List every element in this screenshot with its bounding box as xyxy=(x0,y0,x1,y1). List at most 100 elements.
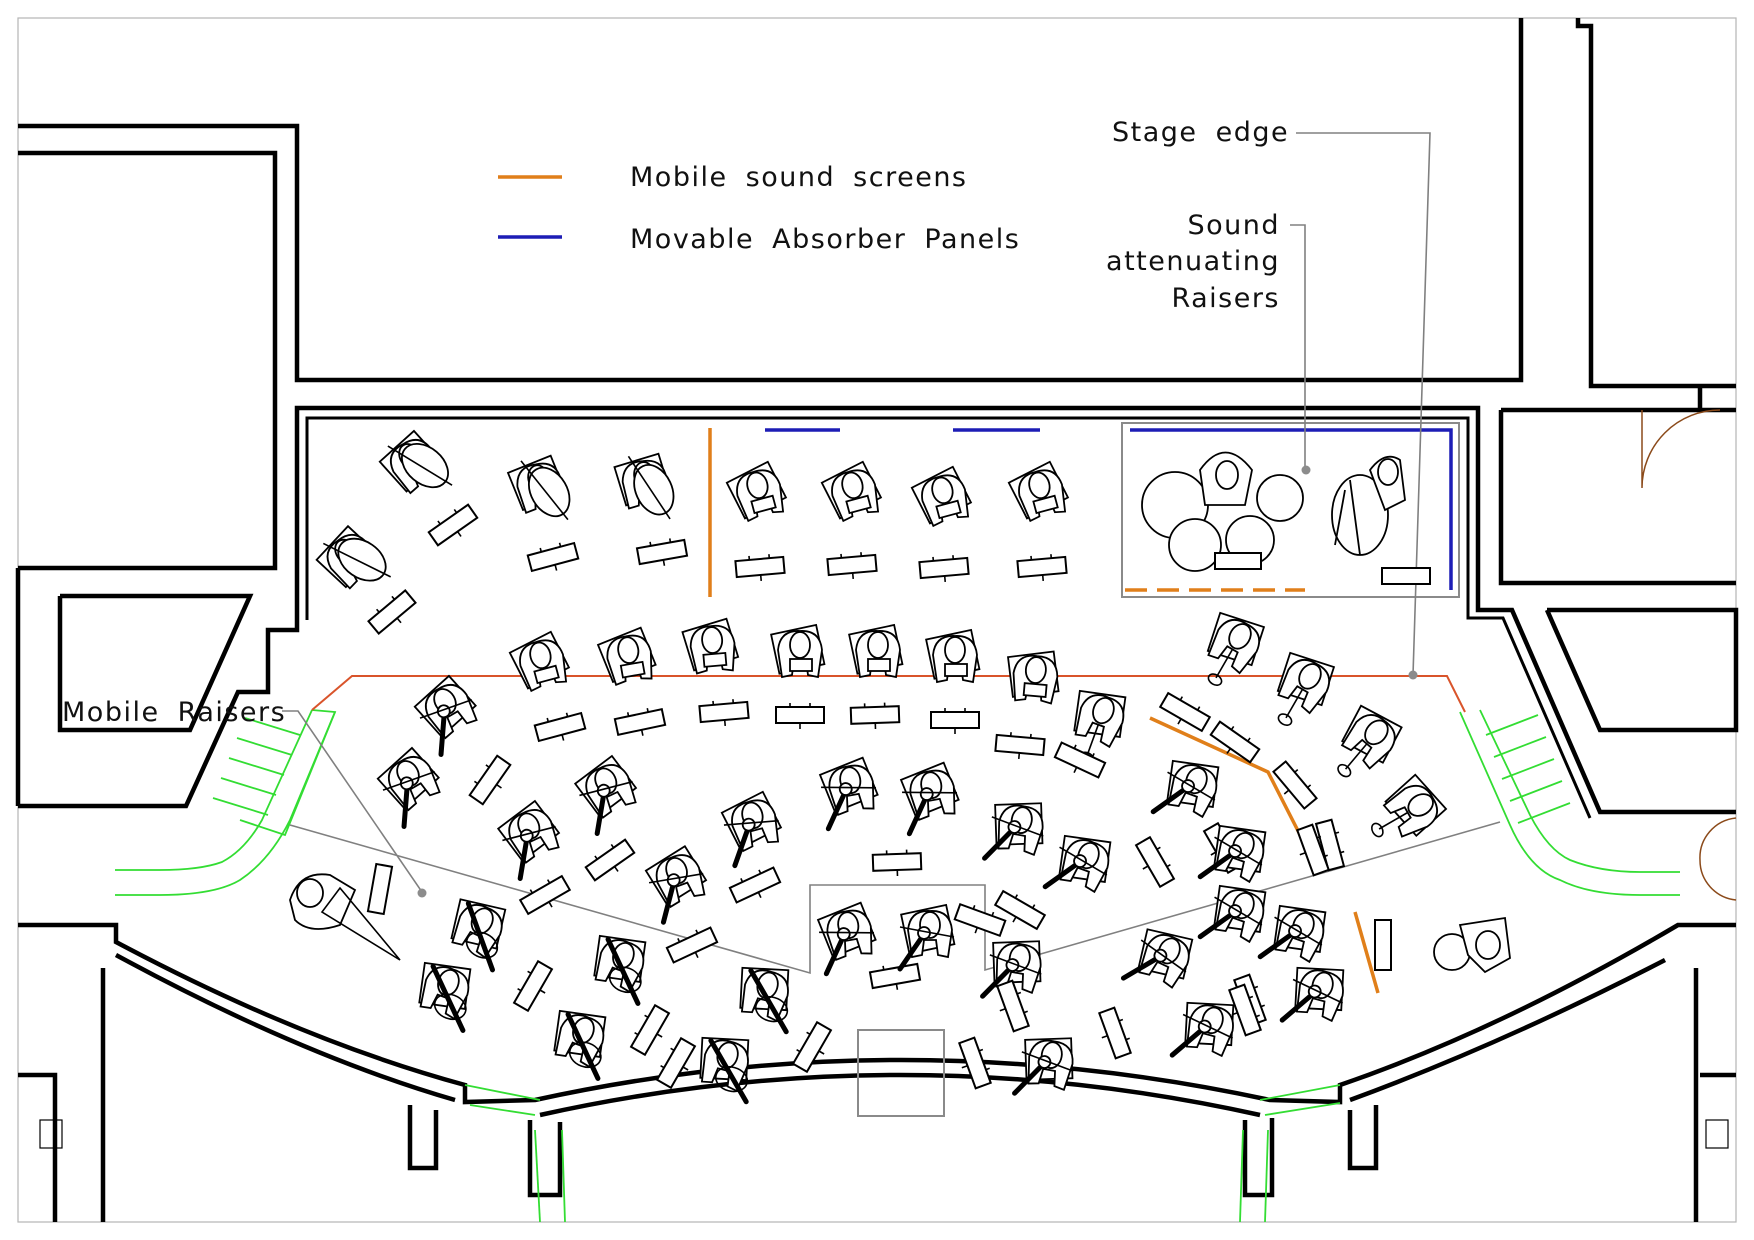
violin-icon xyxy=(1012,1063,1045,1096)
stand-tick xyxy=(1041,574,1045,582)
music-stand xyxy=(468,754,512,806)
auditorium-wall-center-inner xyxy=(539,1072,1261,1118)
violin-icon xyxy=(980,966,1013,999)
bow xyxy=(1167,771,1216,801)
leader-dot xyxy=(1301,465,1311,475)
music-stand-desk xyxy=(918,556,970,580)
wind-player xyxy=(910,465,973,528)
wind-instrument-icon xyxy=(619,660,646,679)
bass-drummer-head xyxy=(1377,458,1399,486)
stand-tick xyxy=(1177,718,1182,725)
violin-player xyxy=(1279,966,1345,1023)
stand-tick xyxy=(1230,725,1235,731)
stand-tick xyxy=(546,879,551,884)
violin-player xyxy=(1012,1037,1074,1096)
stand-tick xyxy=(396,617,402,624)
music-stand xyxy=(953,902,1007,938)
violin-icon xyxy=(1257,931,1295,960)
stair-tread xyxy=(1493,736,1547,758)
timpani-set xyxy=(1141,451,1304,572)
leaders xyxy=(282,132,1431,898)
stand-tick xyxy=(496,783,502,789)
stand-tick xyxy=(376,608,380,613)
wind-instrument-icon xyxy=(1022,682,1048,698)
stand-tick xyxy=(851,572,855,580)
stand-tick xyxy=(757,891,762,899)
percussion-right xyxy=(1374,916,1511,974)
music-stand-desk xyxy=(427,503,479,547)
stand-tick xyxy=(740,878,744,883)
violin-icon xyxy=(438,713,447,757)
bell xyxy=(1370,822,1384,838)
music-stand-desk xyxy=(518,874,572,916)
stand-tick xyxy=(1231,1011,1238,1016)
stair-tread xyxy=(228,757,285,776)
stand-tick xyxy=(391,595,396,600)
music-stand-desk xyxy=(995,979,1031,1033)
cello-player xyxy=(593,934,647,1006)
cello-icon xyxy=(748,968,789,1035)
viola-player xyxy=(1197,824,1267,884)
wind-player xyxy=(925,628,981,684)
stand-tick xyxy=(649,541,652,546)
music-stand xyxy=(629,1003,671,1057)
bow xyxy=(991,816,1044,837)
viola-player xyxy=(1150,759,1220,819)
stage-wall-left-lower xyxy=(18,617,300,809)
player-head xyxy=(529,641,552,670)
stand-tick xyxy=(539,547,543,553)
wind-instrument-icon xyxy=(1032,494,1059,515)
violin-icon xyxy=(517,837,530,881)
stand-tick xyxy=(456,531,462,537)
stand-tick xyxy=(644,1014,649,1019)
stand-tick xyxy=(662,559,666,566)
music-stand xyxy=(427,503,479,547)
music-stand xyxy=(518,874,572,916)
cello-body xyxy=(465,931,499,959)
legend-label-absorber-panels: Movable Absorber Panels xyxy=(630,224,1020,255)
music-stand-desk xyxy=(468,754,512,806)
bow xyxy=(1059,846,1108,876)
cello-icon xyxy=(430,963,466,1033)
music-stand xyxy=(635,538,689,566)
bow xyxy=(1021,1051,1074,1072)
harpist-head xyxy=(296,878,324,908)
brass-player xyxy=(1206,611,1266,687)
music-stand-desk xyxy=(526,541,580,573)
violin-icon xyxy=(825,790,847,832)
stand-tick xyxy=(1294,769,1299,773)
bow xyxy=(1274,916,1323,946)
bell xyxy=(1207,673,1223,687)
stand-tick xyxy=(972,905,976,910)
music-stand xyxy=(366,862,394,916)
stand-tick xyxy=(695,929,699,934)
cello-player xyxy=(418,961,472,1033)
auditorium-wall-right-inner xyxy=(1349,957,1667,1103)
viola-player xyxy=(1042,834,1112,894)
viola-player xyxy=(376,746,441,829)
cello-player xyxy=(450,898,507,973)
music-stand xyxy=(994,732,1046,760)
stand-tick xyxy=(1323,854,1328,858)
stand-tick xyxy=(974,927,979,934)
stair-tread xyxy=(212,797,269,816)
music-stand xyxy=(775,703,825,729)
stand-tick xyxy=(895,983,899,990)
wind-instrument-icon xyxy=(944,663,968,677)
stand-tick xyxy=(1196,706,1201,711)
music-stand-desk xyxy=(871,852,923,872)
cello-body xyxy=(433,993,467,1021)
wind-instrument-icon xyxy=(533,664,560,685)
violin-icon xyxy=(1279,992,1315,1023)
bell xyxy=(1277,713,1293,727)
bow xyxy=(419,698,473,719)
music-stand xyxy=(918,555,970,583)
stand-tick xyxy=(1073,766,1078,774)
double-bass-body xyxy=(633,464,675,516)
stand-tick xyxy=(610,843,615,849)
double-bass-neck xyxy=(627,455,671,520)
wind-instrument-icon xyxy=(750,494,777,515)
double-bass-neck xyxy=(387,445,453,486)
violin-icon xyxy=(897,934,925,972)
double-bass-neck xyxy=(322,542,392,578)
